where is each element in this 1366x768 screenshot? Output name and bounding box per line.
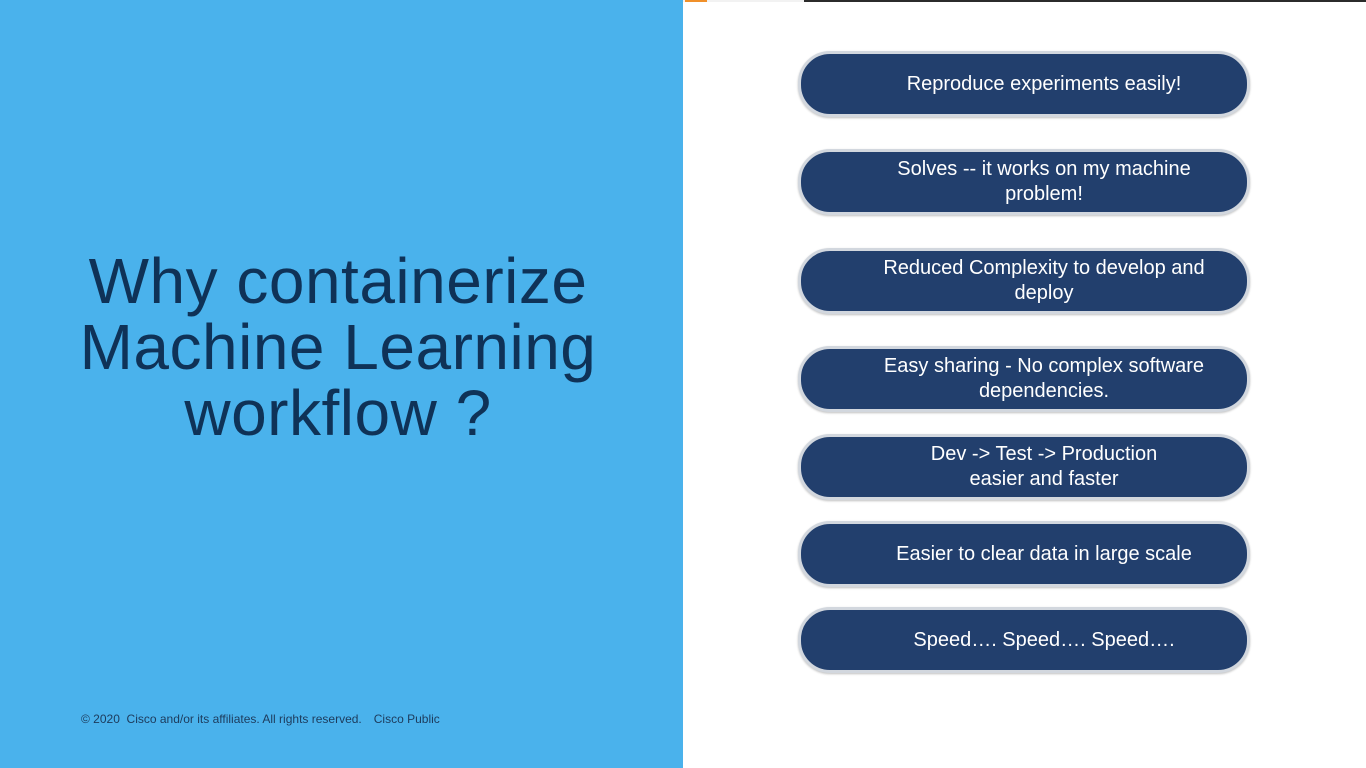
- reason-pill: Dev -> Test -> Production easier and fas…: [798, 434, 1250, 500]
- copyright-notice: © 2020 Cisco and/or its affiliates. All …: [81, 712, 362, 726]
- classification-label: Cisco Public: [373, 712, 440, 726]
- reason-text: Speed…. Speed…. Speed….: [913, 628, 1175, 651]
- slide-title: Why containerize Machine Learning workfl…: [20, 248, 656, 446]
- slide-title-line: workflow ?: [184, 377, 492, 449]
- reason-text: Easier to clear data in large scale: [896, 542, 1192, 565]
- reasons-list: Reproduce experiments easily! Solves -- …: [798, 0, 1252, 768]
- reason-text: Reproduce experiments easily!: [906, 72, 1182, 95]
- title-panel: Why containerize Machine Learning workfl…: [0, 0, 683, 768]
- reason-text: Dev -> Test -> Production easier and fas…: [930, 443, 1158, 490]
- reason-text: Easy sharing - No complex software depen…: [883, 355, 1205, 402]
- reason-text: Reduced Complexity to develop and deploy: [883, 257, 1205, 304]
- progress-indicator: [685, 0, 707, 2]
- reason-pill: Reproduce experiments easily!: [798, 51, 1250, 117]
- reason-pill: Easy sharing - No complex software depen…: [798, 346, 1250, 412]
- reason-pill: Easier to clear data in large scale: [798, 521, 1250, 587]
- slide-title-line: Why containerize: [88, 245, 588, 317]
- reason-pill: Speed…. Speed…. Speed….: [798, 607, 1250, 673]
- progress-segment: [707, 0, 804, 2]
- reason-pill: Reduced Complexity to develop and deploy: [798, 248, 1250, 314]
- slide-footer: © 2020 Cisco and/or its affiliates. All …: [81, 712, 440, 726]
- slide-title-line: Machine Learning: [79, 311, 597, 383]
- reason-text: Solves -- it works on my machine problem…: [897, 158, 1191, 205]
- reason-pill: Solves -- it works on my machine problem…: [798, 149, 1250, 215]
